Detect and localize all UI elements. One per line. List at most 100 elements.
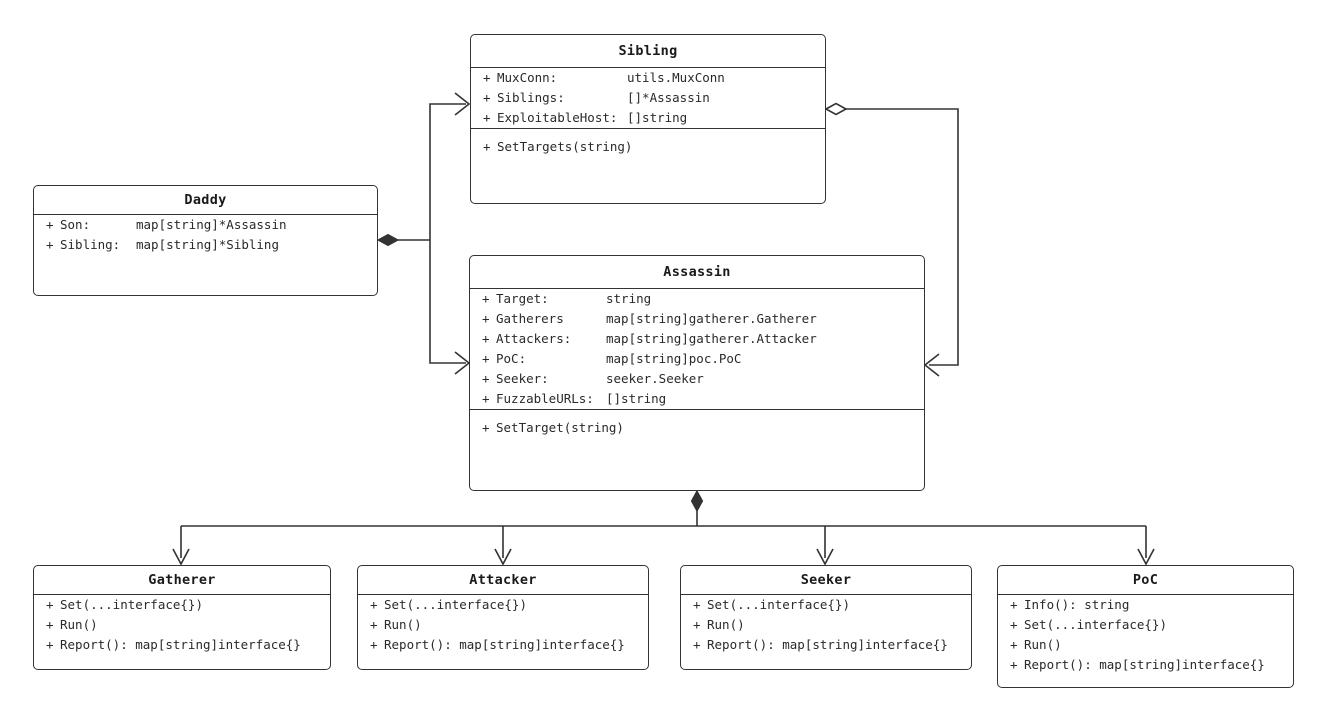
visibility-marker: + [482, 371, 490, 386]
visibility-marker: + [693, 617, 701, 632]
method-signature: Set(...interface{}) [707, 597, 850, 612]
uml-class-attacker[interactable]: Attacker+Set(...interface{})+Run()+Repor… [357, 565, 649, 670]
class-title-attacker: Attacker [469, 572, 537, 588]
visibility-marker: + [483, 90, 491, 105]
arrowhead-into-assassin-right [923, 353, 940, 377]
attribute-row: +Target:string [482, 289, 924, 309]
attribute-name: Attackers: [496, 331, 572, 346]
method-signature: Run() [60, 617, 98, 632]
method-row: + SetTargets(string) [483, 137, 825, 157]
visibility-marker: + [46, 597, 54, 612]
method-signature: Run() [1024, 637, 1062, 652]
class-title-sibling: Sibling [618, 43, 678, 59]
attribute-type: []*Assassin [627, 90, 710, 105]
method-signature: Set(...interface{}) [1024, 617, 1167, 632]
uml-class-poc[interactable]: PoC + Info(): string + Set(...interface{}) + R… [997, 565, 1294, 688]
method-signature: Report(): map[string]interface{} [1024, 657, 1265, 672]
visibility-marker: + [1010, 637, 1018, 652]
visibility-marker: + [482, 331, 490, 346]
method-row: + Report(): map[string]interface{} [370, 635, 648, 655]
attribute-type: map[string]poc.PoC [606, 351, 742, 366]
class-divider [471, 67, 825, 68]
attribute-row: + Seeker: seeker.Seeker [482, 369, 924, 389]
attribute-type: []string [606, 391, 667, 406]
visibility-marker: + [370, 617, 378, 632]
visibility-marker: + [46, 637, 54, 652]
method-row: + Set(...interface{}) [1010, 615, 1293, 635]
visibility-marker: + [482, 391, 490, 406]
uml-class-assassin[interactable]: Assassin + Target: string + Gatherers map[stri… [469, 255, 925, 491]
visibility-marker: + [693, 637, 701, 652]
arrowhead-into-seeker [816, 548, 834, 566]
method-signature: Report(): map[string]interface{} [707, 637, 948, 652]
method-signature: Set(...interface{}) [384, 597, 527, 612]
methods-compartment-poc: + Info(): string + Set(...interface{}) + Run(… [998, 595, 1293, 675]
class-divider [34, 214, 377, 215]
methods-compartment-gatherer: +Set(...interface{})+Run()+Report(): map… [34, 595, 330, 655]
method-signature: SetTargets(string) [497, 139, 633, 154]
method-row: + Run() [693, 615, 971, 635]
class-title-gatherer: Gatherer [148, 572, 216, 588]
method-row: +Set(...interface{}) [693, 595, 971, 615]
class-divider [470, 288, 924, 289]
method-row: + Info(): string [1010, 595, 1293, 615]
method-signature: Run() [707, 617, 745, 632]
class-title-assassin: Assassin [663, 264, 731, 280]
attribute-row: + Attackers: map[string]gatherer.Attacker [482, 329, 924, 349]
methods-compartment-assassin: +SetTarget(string) [470, 410, 924, 446]
attribute-name: Gatherers [496, 311, 564, 326]
class-divider [358, 594, 648, 595]
attribute-name: Seeker: [496, 371, 549, 386]
visibility-marker: + [370, 637, 378, 652]
arrowhead-into-sibling [454, 92, 471, 116]
uml-class-gatherer[interactable]: Gatherer+Set(...interface{})+Run()+Repor… [33, 565, 331, 670]
class-title-seeker: Seeker [800, 572, 852, 588]
visibility-marker: + [46, 217, 54, 232]
method-signature: Report(): map[string]interface{} [384, 637, 625, 652]
composition-diamond-assassin [690, 489, 704, 513]
method-row: +Set(...interface{}) [46, 595, 330, 615]
attribute-row: +ExploitableHost:[]string [483, 108, 825, 128]
method-row: + Run() [1010, 635, 1293, 655]
attribute-type: []string [627, 110, 688, 125]
method-row: + Run() [46, 615, 330, 635]
class-title-daddy: Daddy [184, 192, 227, 208]
arrowhead-into-poc [1137, 548, 1155, 566]
uml-class-seeker[interactable]: Seeker +Set(...interface{}) + Run() + Report(… [680, 565, 972, 670]
attribute-row: + Gatherers map[string]gatherer.Gatherer [482, 309, 924, 329]
attribute-type: map[string]gatherer.Gatherer [606, 311, 817, 326]
visibility-marker: + [1010, 617, 1018, 632]
method-signature: Info(): string [1024, 597, 1130, 612]
class-divider [681, 594, 971, 595]
attribute-row: +Son:map[string]*Assassin [46, 215, 377, 235]
visibility-marker: + [1010, 597, 1018, 612]
attributes-compartment-daddy: +Son:map[string]*Assassin+Sibling:map[st… [34, 215, 377, 255]
method-row: + Report(): map[string]interface{} [1010, 655, 1293, 675]
attribute-row: +MuxConn:utils.MuxConn [483, 68, 825, 88]
attribute-type: string [606, 291, 652, 306]
visibility-marker: + [483, 70, 491, 85]
attribute-type: map[string]gatherer.Attacker [606, 331, 817, 346]
method-signature: SetTarget(string) [496, 420, 624, 435]
attributes-compartment-assassin: + Target: string + Gatherers map[string]gathe… [470, 289, 924, 409]
visibility-marker: + [482, 311, 490, 326]
method-row: +Set(...interface{}) [370, 595, 648, 615]
attribute-type: map[string]*Sibling [136, 237, 279, 252]
visibility-marker: + [46, 237, 54, 252]
visibility-marker: + [46, 617, 54, 632]
visibility-marker: + [1010, 657, 1018, 672]
attribute-name: Target: [496, 291, 549, 306]
composition-diamond-daddy [376, 233, 400, 247]
visibility-marker: + [483, 139, 491, 154]
arrowhead-into-attacker [494, 548, 512, 566]
class-divider [34, 594, 330, 595]
class-divider [470, 409, 924, 410]
uml-class-daddy[interactable]: Daddy +Son:map[string]*Assassin+Sibling:m… [33, 185, 378, 296]
edge-sibling-assassin [841, 108, 959, 366]
class-title-poc: PoC [1132, 572, 1159, 588]
uml-class-sibling[interactable]: Sibling+MuxConn:utils.MuxConn+Siblings:[… [470, 34, 826, 204]
attribute-row: +Sibling:map[string]*Sibling [46, 235, 377, 255]
attribute-type: seeker.Seeker [606, 371, 704, 386]
